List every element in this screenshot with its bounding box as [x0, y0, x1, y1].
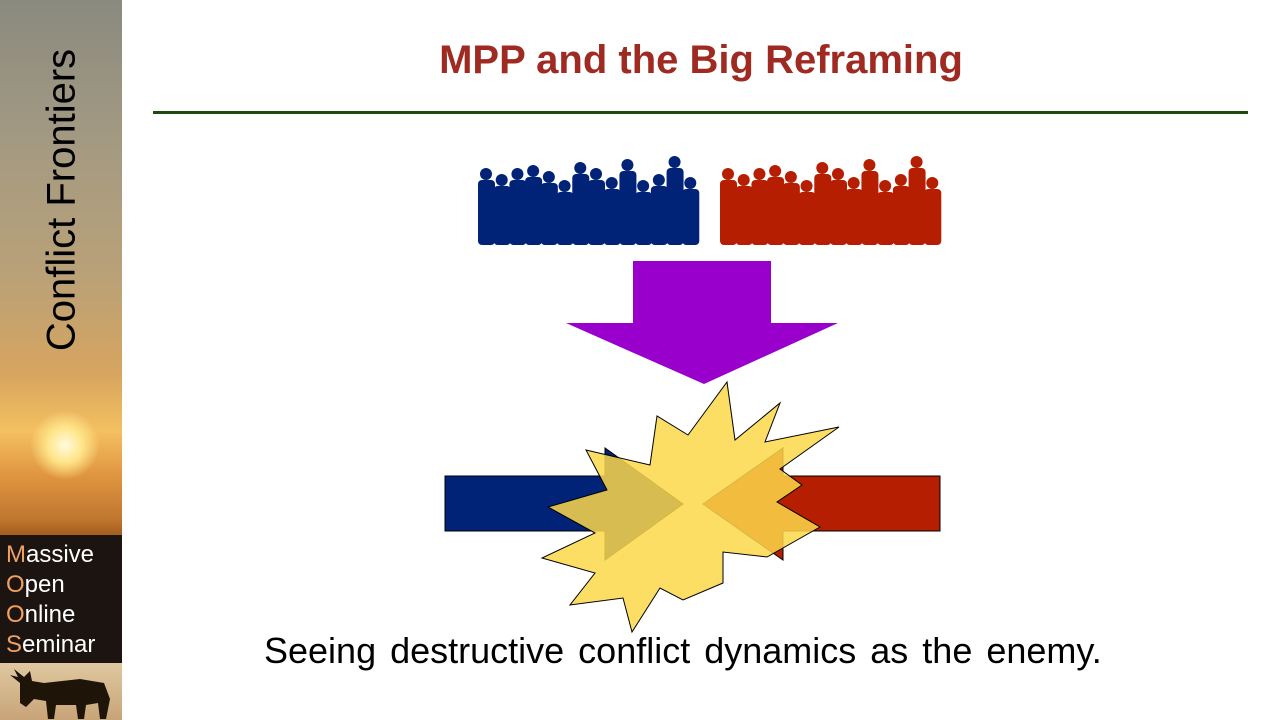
person-silhouette	[511, 168, 524, 180]
person-silhouette	[635, 192, 653, 245]
explosion-star	[540, 380, 840, 634]
person-silhouette	[668, 156, 681, 168]
person-silhouette	[892, 186, 910, 245]
person-silhouette	[737, 174, 750, 186]
person-silhouette	[558, 180, 571, 192]
person-silhouette	[832, 168, 844, 180]
person-silhouette	[863, 159, 876, 171]
person-silhouette	[910, 156, 923, 168]
person-silhouette	[830, 180, 847, 245]
person-silhouette	[525, 177, 543, 245]
person-silhouette	[650, 186, 668, 245]
slide-title: MPP and the Big Reframing	[439, 38, 963, 82]
person-silhouette	[682, 189, 700, 245]
person-silhouette	[574, 162, 587, 174]
person-silhouette	[722, 168, 734, 180]
slide-caption: Seeing destructive conflict dynamics as …	[264, 630, 1102, 671]
person-silhouette	[814, 174, 832, 245]
title-divider	[153, 111, 1248, 114]
mooc-line: Open	[6, 571, 65, 598]
person-silhouette	[767, 177, 785, 245]
purple-down-arrow	[566, 261, 838, 384]
person-silhouette	[784, 171, 797, 183]
person-silhouette	[603, 189, 621, 245]
sidebar-banner: Conflict Frontiers Massive Open Online S…	[0, 0, 122, 720]
person-silhouette	[495, 174, 508, 186]
person-silhouette	[684, 177, 697, 189]
person-silhouette	[478, 180, 495, 245]
person-silhouette	[527, 165, 540, 177]
person-silhouette	[637, 180, 650, 192]
person-silhouette	[493, 186, 511, 245]
moose-icon	[10, 669, 110, 719]
person-silhouette	[798, 192, 816, 245]
person-silhouette	[652, 174, 665, 186]
person-silhouette	[540, 183, 558, 245]
person-silhouette	[879, 180, 892, 192]
person-silhouette	[800, 180, 813, 192]
person-silhouette	[556, 192, 574, 245]
person-silhouette	[816, 162, 829, 174]
mooc-label: Massive Open Online Seminar	[0, 535, 122, 663]
person-silhouette	[894, 174, 907, 186]
person-silhouette	[572, 174, 590, 245]
person-silhouette	[666, 168, 684, 245]
person-silhouette	[619, 171, 637, 245]
person-silhouette	[509, 180, 527, 245]
moose-image	[0, 663, 122, 720]
mooc-line: Massive	[6, 541, 95, 568]
person-silhouette	[751, 180, 769, 245]
person-silhouette	[782, 183, 800, 245]
blue-crowd-silhouette	[478, 156, 700, 245]
person-silhouette	[590, 168, 602, 180]
person-silhouette	[720, 180, 737, 245]
person-silhouette	[845, 189, 863, 245]
person-silhouette	[926, 177, 939, 189]
person-silhouette	[924, 189, 942, 245]
mooc-line: Seminar	[6, 631, 96, 658]
person-silhouette	[542, 171, 555, 183]
person-silhouette	[847, 177, 860, 189]
mooc-line: Online	[6, 601, 76, 628]
person-silhouette	[908, 168, 926, 245]
person-silhouette	[621, 159, 634, 171]
person-silhouette	[480, 168, 492, 180]
person-silhouette	[605, 177, 618, 189]
person-silhouette	[861, 171, 879, 245]
person-silhouette	[588, 180, 605, 245]
person-silhouette	[753, 168, 766, 180]
person-silhouette	[769, 165, 782, 177]
sunset-image	[30, 410, 100, 480]
person-silhouette	[735, 186, 753, 245]
red-crowd-silhouette	[720, 156, 942, 245]
person-silhouette	[877, 192, 895, 245]
